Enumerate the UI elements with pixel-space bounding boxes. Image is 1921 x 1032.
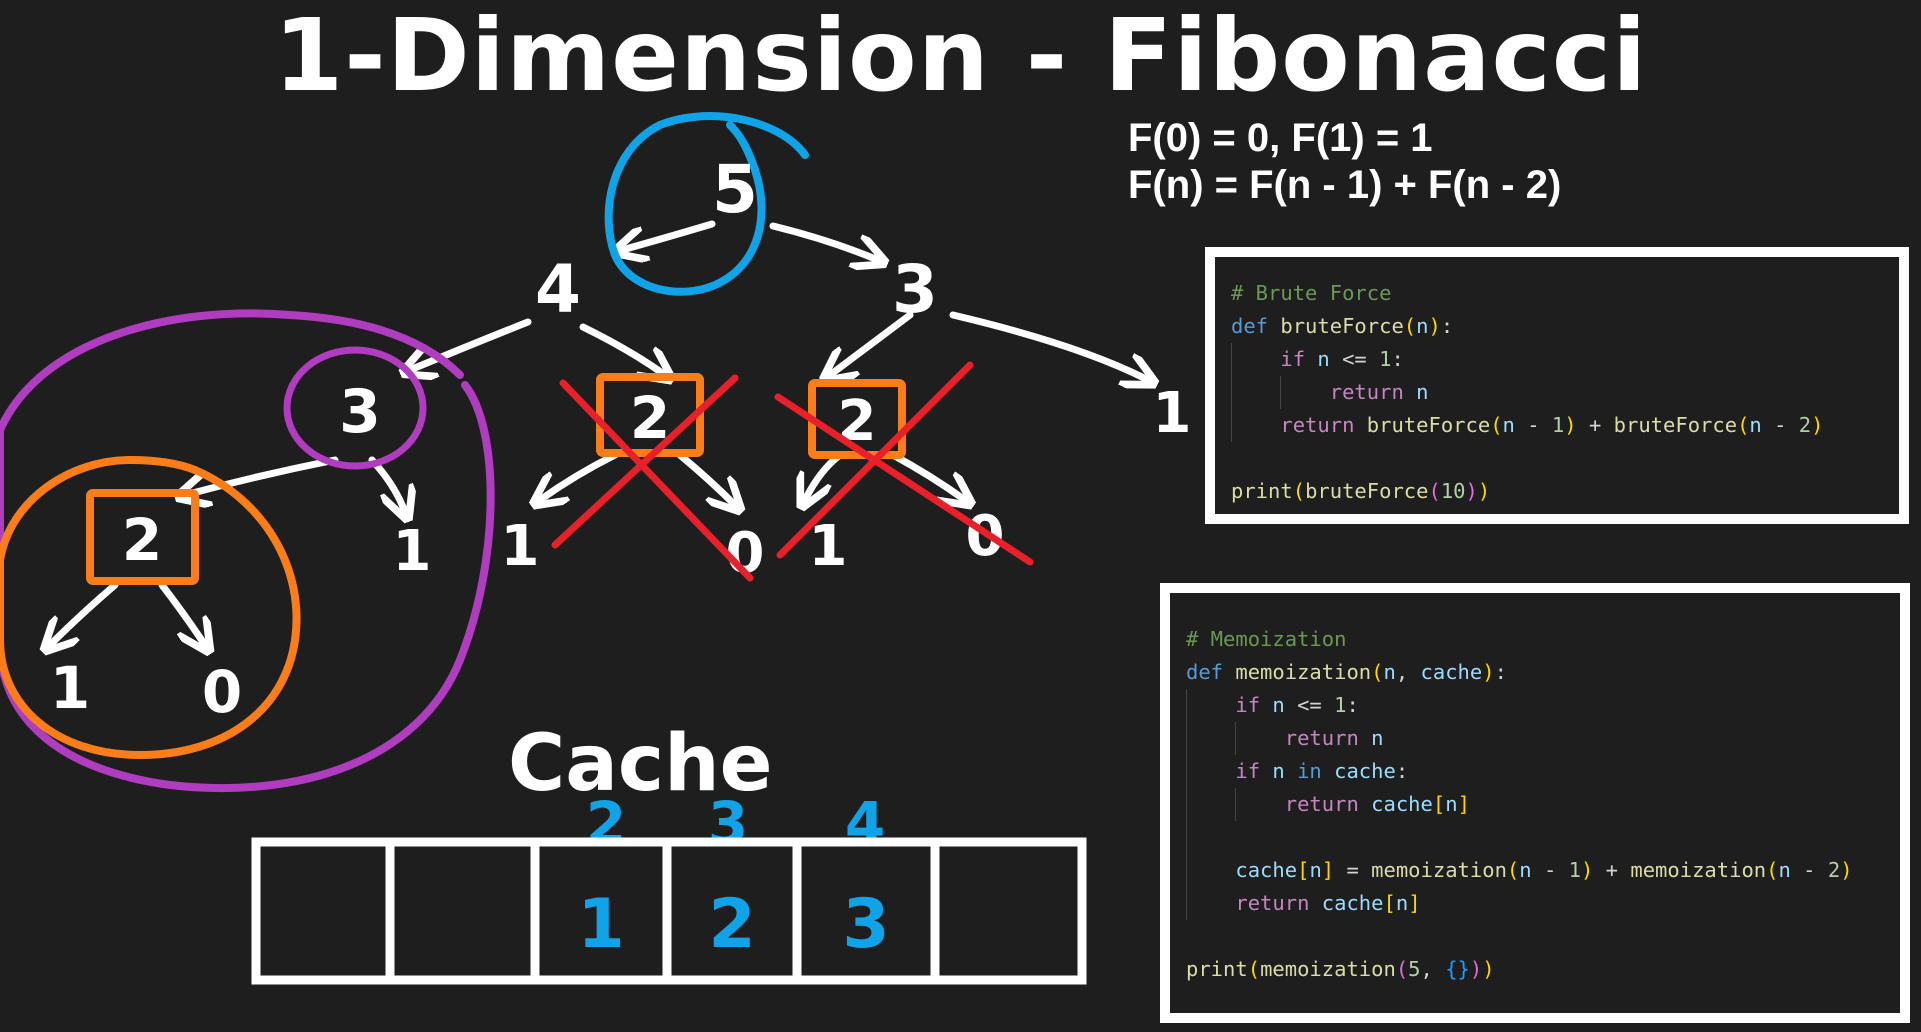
recurrence-formula: F(n) = F(n - 1) + F(n - 2) (1128, 163, 1562, 207)
cross-2a (774, 393, 1034, 566)
brute-force-code-panel: # Brute Force def bruteForce(n): if n <= … (1205, 247, 1909, 524)
sub-subtree-highlight-circle (0, 455, 301, 760)
code-line: if n <= 1: (1186, 689, 1900, 722)
cache-array (251, 837, 1087, 985)
node-3-highlight-circle (283, 346, 427, 470)
root-highlight-circle (604, 112, 809, 296)
subtree-highlight-circle (0, 309, 495, 793)
code-comment: # Memoization (1186, 627, 1347, 651)
edge-2a-to-1 (540, 451, 619, 500)
code-line: return bruteForce(n - 1) + bruteForce(n … (1231, 409, 1899, 442)
node-2c-box (86, 489, 199, 585)
page-title: 1-Dimension - Fibonacci (273, 0, 1648, 114)
code-line: return n (1186, 722, 1900, 755)
code-line (1186, 920, 1900, 953)
code-line (1231, 442, 1899, 475)
code-line: if n <= 1: (1231, 343, 1899, 376)
edge-4-to-3 (410, 318, 532, 370)
edge-2c-to-1 (50, 581, 119, 645)
edge-2b-to-0 (889, 451, 965, 500)
edge-3-to-1 (949, 311, 1148, 380)
edge-2b-to-1 (805, 451, 844, 500)
code-line: # Brute Force (1231, 277, 1899, 310)
cross-2b (776, 361, 974, 559)
node-ll-left: 2 (122, 506, 162, 574)
cache-label: Cache (508, 719, 773, 809)
code-comment: # Brute Force (1231, 281, 1392, 305)
cache-index-2: 2 (586, 789, 626, 857)
code-line: # Memoization (1186, 623, 1900, 656)
base-case-formula: F(0) = 0, F(1) = 1 (1128, 116, 1433, 160)
code-line: def bruteForce(n): (1231, 314, 1454, 338)
code-line: return cache[n] (1186, 788, 1900, 821)
cache-index-3: 3 (708, 789, 748, 857)
code-line: print(memoization(5, {})) (1186, 957, 1495, 981)
edge-2a-to-0 (676, 451, 735, 505)
node-left-left: 3 (339, 377, 381, 447)
edge-5-to-4 (622, 220, 716, 250)
cross-1b (551, 374, 739, 549)
edge-3b-to-2c (185, 456, 339, 495)
edge-5-to-3 (769, 222, 878, 260)
cache-cell-4: 3 (842, 885, 889, 964)
node-left: 4 (535, 251, 581, 328)
code-line: def memoization(n, cache): (1186, 660, 1507, 684)
edge-3b-to-1 (368, 456, 405, 512)
cross-1a (559, 379, 754, 582)
node-right-left-crossed: 2 (838, 389, 877, 454)
node-level4-right: 0 (202, 658, 242, 726)
node-level4-left: 1 (50, 654, 90, 722)
edge-3-to-2b (830, 311, 914, 375)
cache-cell-3: 2 (708, 885, 755, 964)
node-root: 5 (712, 151, 758, 228)
node-c1-left: 1 (501, 514, 540, 579)
code-line (1186, 821, 1900, 854)
code-line: print(bruteForce(10)) (1231, 479, 1491, 503)
cache-cell-2: 1 (577, 885, 624, 964)
code-line: if n in cache: (1186, 755, 1900, 788)
cache-index-4: 4 (845, 789, 885, 857)
node-right-right-leaf: 1 (1153, 381, 1192, 446)
code-line: cache[n] = memoization(n - 1) + memoizat… (1186, 854, 1900, 887)
node-right: 3 (892, 251, 938, 328)
node-ll-right: 1 (393, 519, 432, 584)
code-line: return cache[n] (1186, 887, 1900, 920)
edge-2c-to-0 (158, 581, 205, 645)
code-line: return n (1231, 376, 1899, 409)
edge-4-to-2a (579, 323, 665, 375)
